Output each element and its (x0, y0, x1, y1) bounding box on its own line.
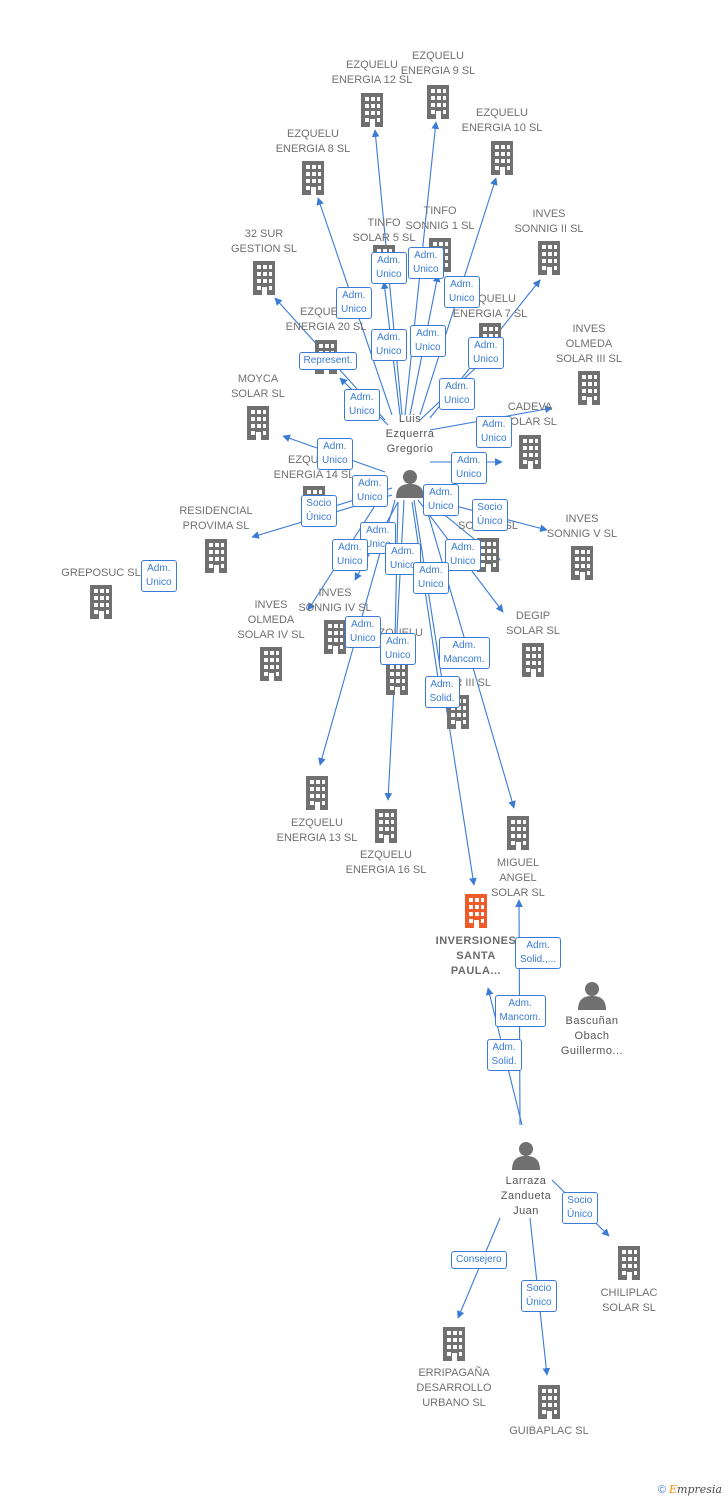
relation-label[interactable]: Adm. Unico (332, 539, 368, 571)
building-icon[interactable] (522, 643, 544, 677)
relation-label[interactable]: Adm. Solid. (424, 676, 460, 708)
relation-label[interactable]: Adm. Mancom. (438, 637, 490, 669)
relation-label[interactable]: Socio Único (562, 1192, 598, 1224)
building-icon[interactable] (538, 241, 560, 275)
brand-logo[interactable]: Empresia (669, 1483, 722, 1496)
relation-label[interactable]: Adm. Mancom. (494, 995, 546, 1027)
building-icon[interactable] (507, 816, 529, 850)
relation-label[interactable]: Adm. Unico (476, 416, 512, 448)
ez10-label: EZQUELU ENERGIA 10 SL (461, 107, 543, 134)
relation-label[interactable]: Socio Único (472, 499, 508, 531)
invesII-label: INVES SONNIG II SL (514, 208, 584, 235)
erripagana-label: ERRIPAGAÑA DESARROLLO URBANO SL (416, 1367, 492, 1409)
building-icon[interactable] (247, 406, 269, 440)
olmIII-label: INVES OLMEDA SOLAR III SL (555, 323, 623, 365)
relation-label[interactable]: Adm. Unico (352, 475, 388, 507)
building-icon[interactable] (205, 539, 227, 573)
footer: © Empresia (658, 1483, 722, 1496)
relation-label[interactable]: Adm. Unico (445, 539, 481, 571)
building-icon[interactable] (260, 647, 282, 681)
degip-label: DEGIP SOLAR SL (506, 610, 560, 637)
building-icon[interactable] (90, 585, 112, 619)
relation-label[interactable]: Adm. Unico (408, 247, 444, 279)
building-icon[interactable] (538, 1385, 560, 1419)
bascunan-label: Bascuñan Obach Guillermo... (560, 1015, 624, 1057)
relation-label[interactable]: Adm. Unico (451, 452, 487, 484)
greposuc-label: GREPOSUC SL (61, 567, 141, 579)
relation-label[interactable]: Adm. Unico (423, 484, 459, 516)
relation-label[interactable]: Adm. Solid.,... (515, 937, 562, 969)
olmIV-label: INVES OLMEDA SOLAR IV SL (237, 599, 305, 641)
copyright-symbol: © (657, 1484, 666, 1496)
relation-label[interactable]: Consejero (451, 1251, 507, 1269)
relation-label[interactable]: Adm. Unico (439, 378, 475, 410)
ez16-label: EZQUELU ENERGIA 16 SL (345, 849, 427, 876)
building-icon[interactable] (519, 435, 541, 469)
residencial-label: RESIDENCIAL PROVIMA SL (179, 505, 253, 532)
person-icon[interactable] (512, 1142, 540, 1170)
cadeva-label: CADEVA SOLAR SL (503, 401, 557, 428)
relation-label[interactable]: Adm. Unico (141, 560, 177, 592)
building-icon[interactable] (618, 1246, 640, 1280)
person-icon[interactable] (578, 982, 606, 1010)
relation-label[interactable]: Adm. Unico (410, 325, 446, 357)
miguel-label: MIGUEL ANGEL SOLAR SL (491, 857, 545, 899)
building-icon[interactable] (361, 93, 383, 127)
building-icon[interactable] (491, 141, 513, 175)
relation-edge (411, 501, 443, 693)
sur32-label: 32 SUR GESTION SL (230, 228, 298, 255)
ez9-label: EZQUELU ENERGIA 9 SL (400, 50, 476, 77)
building-icon[interactable] (375, 809, 397, 843)
relation-label[interactable]: Adm. Unico (345, 616, 381, 648)
relation-label[interactable]: Adm. Unico (371, 329, 407, 361)
person-icon[interactable] (396, 470, 424, 498)
moyca-label: MOYCA SOLAR SL (231, 373, 285, 400)
relation-label[interactable]: Adm. Unico (344, 389, 380, 421)
inversiones-label: INVERSIONES SANTA PAULA... (435, 935, 517, 977)
tinfo1-label: TINFO SONNIG 1 SL (405, 205, 475, 232)
relation-label[interactable]: Adm. Unico (468, 337, 504, 369)
relation-label[interactable]: Adm. Unico (413, 562, 449, 594)
relation-label[interactable]: Socio Único (301, 495, 337, 527)
ez12-label: EZQUELU ENERGIA 12 SL (331, 59, 413, 86)
tinfo5-label: TINFO SOLAR 5 SL (352, 217, 416, 244)
ez8-label: EZQUELU ENERGIA 8 SL (275, 128, 351, 155)
guibaplac-label: GUIBAPLAC SL (509, 1425, 589, 1437)
relation-label[interactable]: Adm. Unico (336, 287, 372, 319)
larraza-label: Larraza Zandueta Juan (500, 1175, 552, 1217)
relation-label[interactable]: Represent. (298, 352, 358, 370)
building-icon[interactable] (443, 1327, 465, 1361)
relation-label[interactable]: Adm. Solid. (486, 1039, 522, 1071)
relation-label[interactable]: Adm. Unico (444, 276, 480, 308)
relation-label[interactable]: Adm. Unico (380, 633, 416, 665)
relation-label[interactable]: Adm. Unico (371, 252, 407, 284)
building-icon[interactable] (306, 776, 328, 810)
building-icon[interactable] (571, 546, 593, 580)
relation-label[interactable]: Adm. Unico (317, 438, 353, 470)
relation-label[interactable]: Socio Único (521, 1280, 557, 1312)
building-icon[interactable] (302, 161, 324, 195)
building-icon[interactable] (253, 261, 275, 295)
invesV-label: INVES SONNIG V SL (546, 513, 618, 540)
invesIV-label: INVES SONNIG IV SL (298, 587, 372, 614)
chiliplac-label: CHILIPLAC SOLAR SL (600, 1287, 658, 1314)
ez13-label: EZQUELU ENERGIA 13 SL (276, 817, 358, 844)
luis-label: Luis Ezquerra Gregorio (385, 413, 435, 455)
